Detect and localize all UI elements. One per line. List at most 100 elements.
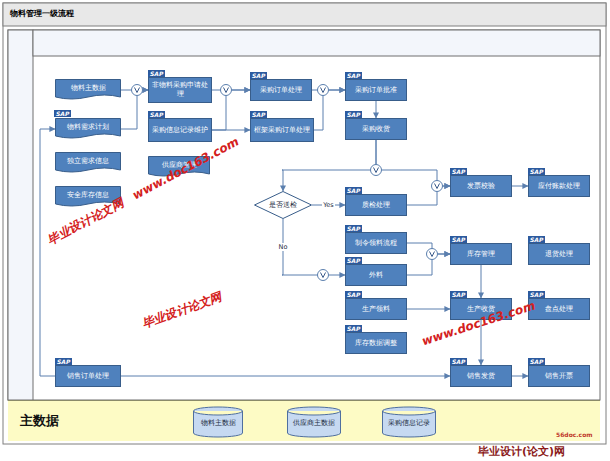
process-box: SAP外料 [345,264,407,286]
process-box: SAP库存数据调整 [345,332,407,354]
node-label: 质检处理 [359,201,393,210]
sap-badge: SAP [528,358,545,365]
node-label: 非物料采购申请处理 [149,81,211,99]
gateway-mark [430,252,435,257]
database-cylinder-path [194,407,243,437]
flow-connector [376,140,450,186]
node-label: 采购收货 [359,125,393,134]
process-box: SAP质检处理 [345,194,407,216]
process-box: SAP销售开票 [528,365,590,387]
node-label: 独立需求信息 [64,157,112,166]
process-box: SAP框架采购订单处理 [250,118,314,142]
sap-badge: SAP [345,187,362,194]
gateway-mark [374,168,379,173]
sap-badge: SAP [345,111,362,118]
node-label: 应付账款处理 [535,182,583,191]
flow-connector [121,376,450,377]
node-label: 采购订单批准 [352,86,400,95]
gateway-circle [318,85,329,96]
lane-header [8,30,33,400]
node-label: 销售订单处理 [64,372,112,381]
site-logo: 56doc.com [556,431,593,439]
node-label: 生产领料 [359,305,393,314]
lane-top [33,30,600,56]
decision-diamond: 是否送检 [254,191,312,219]
gateway-mark [224,88,229,93]
flow-connector [212,90,250,130]
flow-connector [512,376,528,377]
sap-badge: SAP [450,358,467,365]
database-cylinder-path [288,407,341,437]
sap-badge: SAP [148,111,165,118]
decision-diamond-path [255,192,312,219]
sap-badge: SAP [528,291,545,298]
flow-connector [314,90,345,130]
process-box: SAP生产领料 [345,298,407,320]
node-label: 盘点处理 [542,305,576,314]
flow-connector [407,186,450,205]
process-box: SAP采购订单处理 [250,79,312,101]
process-box: SAP采购信息记录维护 [148,118,212,142]
node-label: 库存数据调整 [352,339,400,348]
gateway-circle [221,85,232,96]
flow-connector [212,130,250,131]
gateway-mark [435,184,440,189]
gateway-circle [132,85,143,96]
sap-badge: SAP [54,110,71,117]
flow-connector [376,101,377,118]
edge-label: No [278,243,289,251]
gateway-mark [135,88,140,93]
database-cylinder: 供应商主数据 [287,407,341,437]
process-box: SAP应付账款处理 [528,175,590,197]
node-label: 采购信息记录维护 [149,126,211,135]
flow-connector [121,90,148,129]
gateway-circle [432,181,443,192]
pool [8,30,600,400]
gateway-circle [427,249,438,260]
node-label: 是否送检 [266,201,300,210]
database-cylinder: 采购信息记录 [382,407,436,437]
node-label: 制令领料流程 [352,239,400,248]
sap-badge: SAP [250,72,267,79]
gateway-circle [371,165,382,176]
document-shape: 物料主数据 [55,79,121,101]
site-logo: 毕业设计(论文)网 [478,445,565,458]
node-label: 供应商主数据 [290,419,338,428]
node-label: 框架采购订单处理 [251,126,313,135]
process-box: SAP发票校验 [450,175,512,197]
gateway-circle [318,270,329,281]
node-label: 安全库存信息 [64,191,112,200]
node-label: 物料主数据 [68,84,109,93]
flow-connector [282,219,345,275]
node-label: 采购订单处理 [257,86,305,95]
flow-connector [407,309,450,310]
document-shape-path [56,153,121,173]
node-label: 采购信息记录 [385,419,433,428]
sap-badge: SAP [250,111,267,118]
node-label: 物料需求计划 [64,123,112,132]
sap-badge: SAP [345,225,362,232]
flow-connector [481,265,482,298]
process-box: SAP销售订单处理 [55,365,121,387]
process-box: SAP制令领料流程 [345,232,407,254]
flow-connector [40,129,55,376]
sap-badge: SAP [345,72,362,79]
diagram-title: 物料管理一级流程 [10,8,74,19]
process-box: SAP销售发货 [450,365,512,387]
node-label: 物料主数据 [198,419,239,428]
sap-badge: SAP [148,70,165,77]
sap-badge: SAP [528,168,545,175]
document-shape: SAP物料需求计划 [55,118,121,140]
process-box: SAP非物料采购申请处理 [148,77,212,103]
process-box: SAP采购收货 [345,118,407,140]
master-data-band: 主数据物料主数据供应商主数据采购信息记录 [8,400,600,441]
database-cylinder: 物料主数据 [193,407,243,437]
sap-badge: SAP [528,236,545,243]
node-label: 销售发货 [464,372,498,381]
sap-badge: SAP [55,358,72,365]
document-shape-path [56,119,121,139]
edge-label: Yes [322,201,335,209]
title-bar [3,3,606,26]
